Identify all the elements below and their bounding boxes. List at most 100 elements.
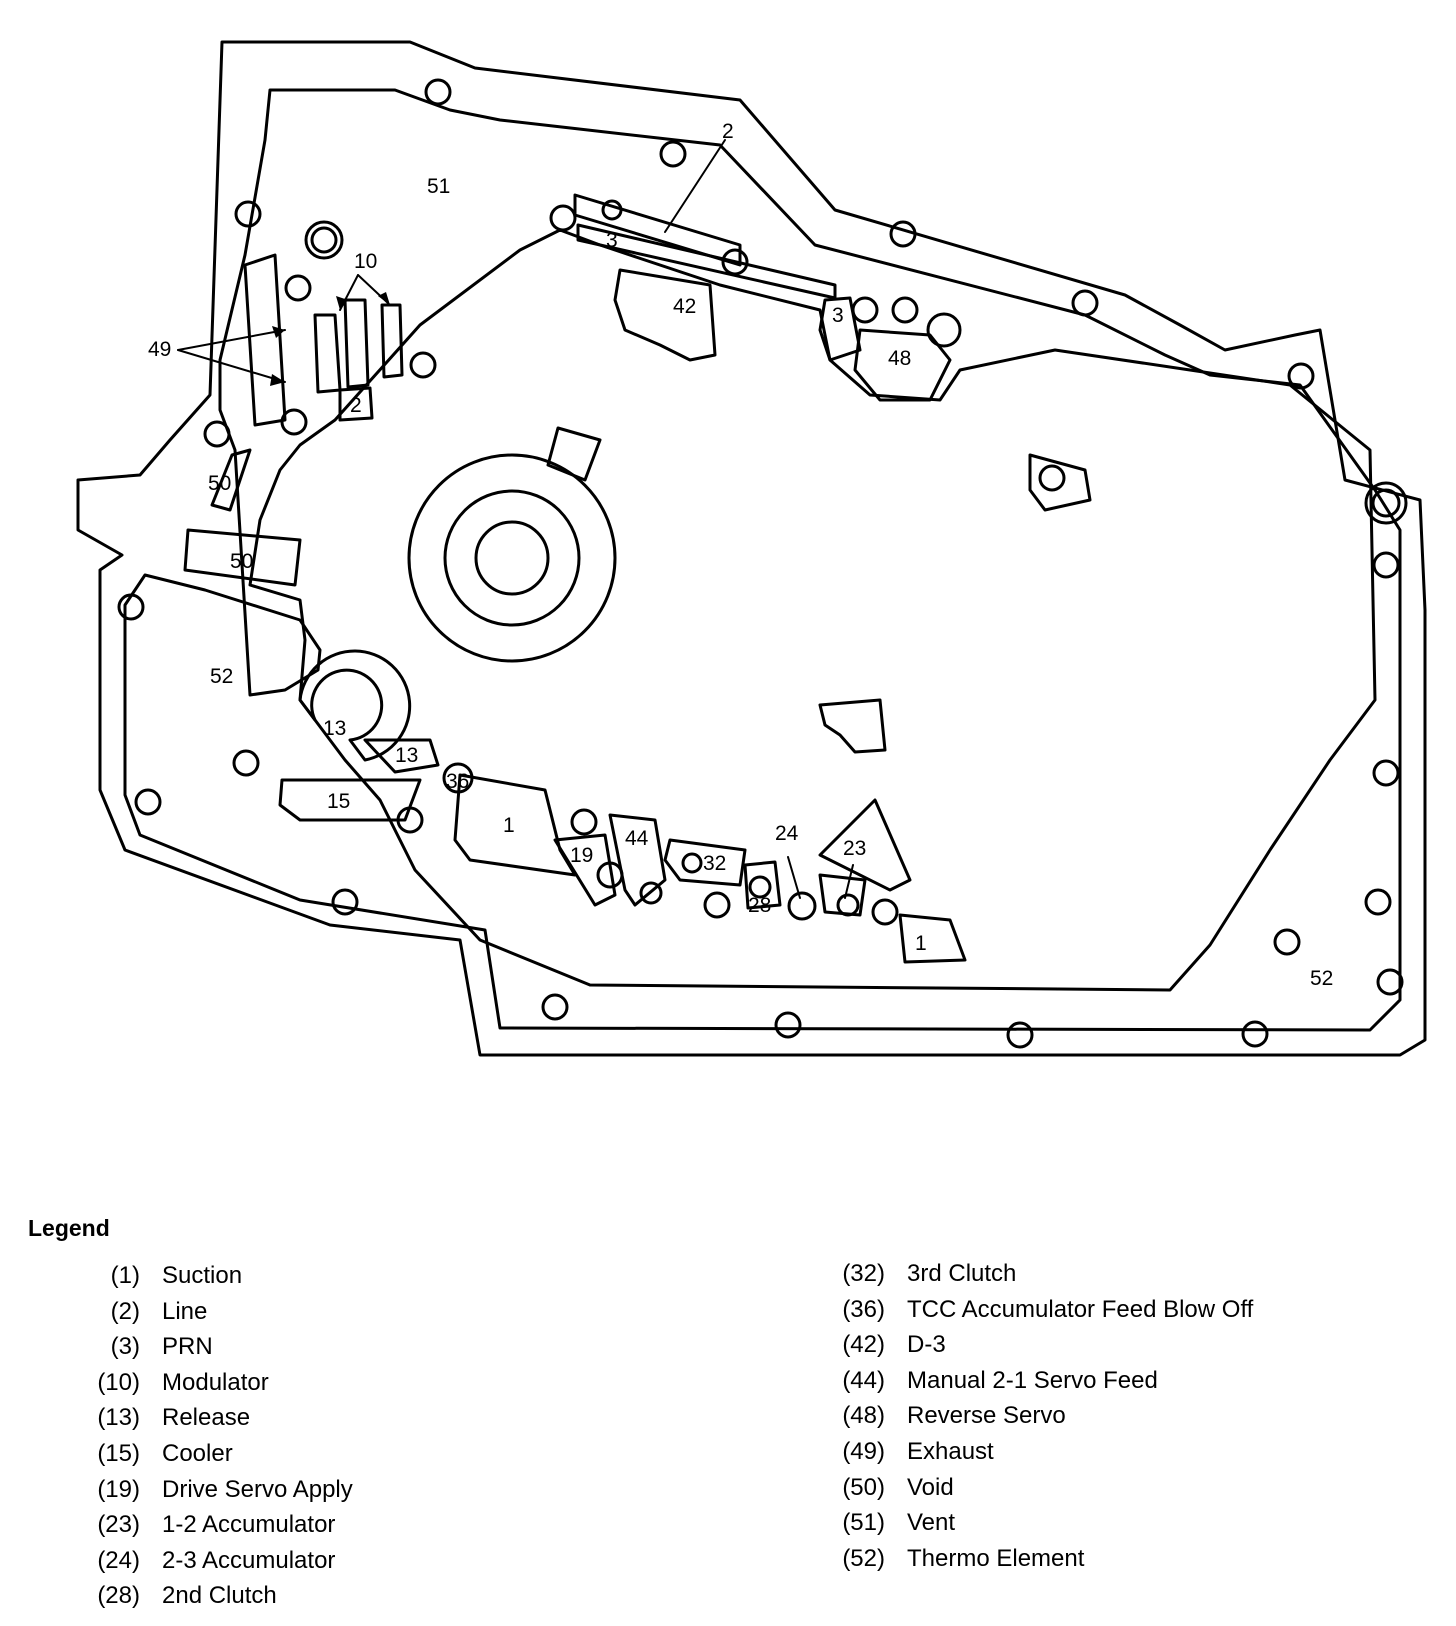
label-32: 32 [703,852,726,875]
legend-label: Line [162,1297,208,1325]
legend-code: (28) [97,1582,140,1610]
legend-item: (13)Release [70,1404,353,1440]
gasket-outer-outline [76,40,1427,1057]
label-48: 48 [888,347,911,370]
bolt-hole [1071,289,1099,317]
passage-2-left [338,386,374,422]
legend-title: Legend [28,1215,110,1241]
legend-code: (50) [842,1473,885,1501]
legend-label: Modulator [162,1368,269,1396]
legend-label: Manual 2-1 Servo Feed [907,1366,1158,1394]
passage-19 [553,833,617,907]
bolt-hole [570,808,598,836]
passage-10-a [313,313,342,394]
bolt-hole [851,296,879,324]
legend-item: (23)1-2 Accumulator [70,1511,353,1547]
legend-label: 2nd Clutch [162,1582,277,1610]
bolt-hole [774,1011,802,1039]
passage-50-a [210,448,252,512]
legend-code: (44) [842,1366,885,1394]
bolt-hole [1372,551,1400,579]
passage-2-top [573,193,742,267]
label-2-top: 2 [722,120,734,143]
bolt-hole [836,893,860,917]
bolt-hole [1376,968,1404,996]
label-50-b: 50 [230,550,253,573]
legend-code: (24) [97,1546,140,1574]
label-2-left: 2 [350,394,362,417]
label-15: 15 [327,790,350,813]
label-1-left: 1 [503,814,515,837]
bolt-hole [232,749,260,777]
legend-label: Void [907,1473,954,1501]
bolt-hole [424,78,452,106]
bolt-hole [601,199,623,221]
bolt-hole [1287,362,1315,390]
bolt-hole [889,220,917,248]
legend-label: Cooler [162,1439,233,1467]
passage-1-right [898,913,967,964]
legend-item: (48)Reverse Servo [815,1402,1253,1438]
legend-label: Vent [907,1509,956,1537]
bolt-hole [331,888,359,916]
label-3-right: 3 [832,304,844,327]
bolt-hole [703,891,731,919]
bolt-hole [280,408,308,436]
passage-3-right [818,296,862,362]
cutout-a [818,698,887,754]
legend-item: (44) Manual 2-1 Servo Feed [815,1367,1253,1403]
bolt-hole [681,852,703,874]
gasket-inner-outline [123,88,1402,1032]
bolt-hole [396,806,424,834]
cutout-b [546,426,602,482]
bolt-hole [203,420,231,448]
bolt-hole [748,875,772,899]
label-10: 10 [354,250,377,273]
bolt-hole [1364,481,1408,525]
passage-32 [663,838,747,887]
legend-label: Reverse Servo [907,1402,1066,1430]
label-23: 23 [843,837,866,860]
legend-label: Drive Servo Apply [162,1475,353,1503]
cutout-c [1028,453,1092,512]
bolt-hole [721,248,749,276]
legend-code: (42) [842,1331,885,1359]
bore-outer [407,453,617,663]
label-44: 44 [625,827,649,850]
legend-label: D-3 [907,1331,946,1359]
bolt-hole [1372,759,1400,787]
legend-code: (52) [842,1544,885,1572]
passage-50-b [183,528,302,587]
bolt-hole [871,898,899,926]
legend-item: (15) Cooler [70,1440,353,1476]
legend-code: (36) [842,1295,885,1323]
bolt-hole [409,351,437,379]
label-52-left: 52 [210,665,233,688]
legend-column-left: (1)Suction (2)Line (3)PRN (10)Modulator … [70,1262,353,1618]
bore-middle [443,489,581,627]
label-36: 36 [446,770,469,793]
legend-label: PRN [162,1333,213,1361]
passage-23-tab [818,798,912,892]
passage-42 [613,268,717,362]
legend-item: (19)Drive Servo Apply [70,1475,353,1512]
label-1-right: 1 [915,932,927,955]
legend-label: Exhaust [907,1437,994,1465]
passage-28 [743,860,782,910]
leader-arrowheads [270,292,390,386]
label-24: 24 [775,822,799,845]
passage-1-left [453,773,577,877]
label-13-a: 13 [323,717,346,740]
legend-code: (10) [97,1368,140,1396]
legend-label: 3rd Clutch [907,1260,1017,1287]
legend-code: (49) [842,1437,885,1465]
legend-column-right: (32)3rd Clutch (36)TCC Accumulator Feed … [815,1260,1253,1580]
legend-item: (51)Vent [815,1509,1253,1545]
legend-item: (24)2-3 Accumulator [70,1547,353,1583]
legend-item: (42) D-3 [815,1331,1253,1367]
bolt-hole [926,312,962,348]
label-49: 49 [148,338,171,361]
valve-body-gasket-diagram: 51 2 3 10 49 42 3 48 2 50 50 52 13 13 36… [76,40,1427,1057]
legend-code: (15) [97,1439,140,1467]
label-42: 42 [673,295,696,318]
